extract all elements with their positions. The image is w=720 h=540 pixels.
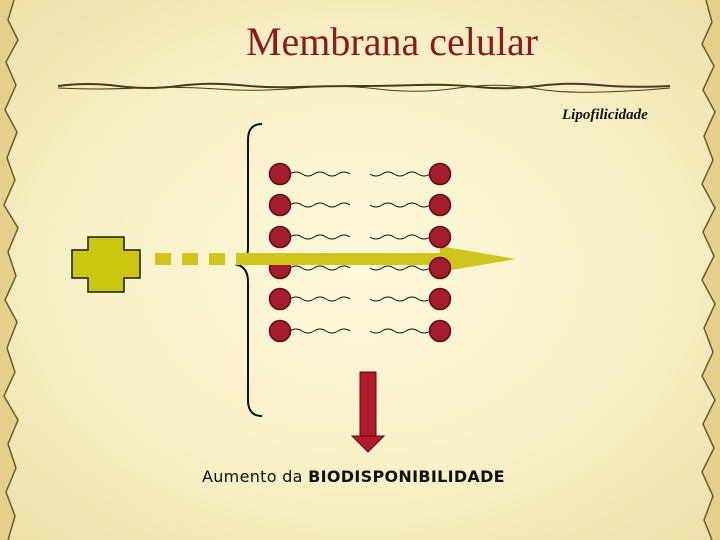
caption-prefix: Aumento da: [202, 467, 309, 486]
curly-brace-icon: [234, 123, 263, 417]
cross-shape-icon: [71, 236, 141, 293]
lipid-heads-right: [428, 162, 452, 343]
lipid-tails-left: [289, 171, 351, 334]
torn-edge-right: [701, 0, 720, 540]
arrow-down-icon: [350, 371, 386, 453]
lipid-tails-right: [369, 171, 431, 334]
title-divider: [58, 82, 670, 93]
lipophilicity-label: Lipofilicidade: [562, 107, 648, 123]
slide-title: Membrana celular: [245, 19, 539, 64]
torn-edge-left: [0, 0, 19, 540]
caption-emphasis: BIODISPONIBILIDADE: [308, 467, 505, 486]
lipid-heads-left: [268, 162, 292, 343]
bioavailability-caption: Aumento da BIODISPONIBILIDADE: [202, 467, 505, 486]
dashed-arrow-right-icon: [155, 246, 516, 272]
